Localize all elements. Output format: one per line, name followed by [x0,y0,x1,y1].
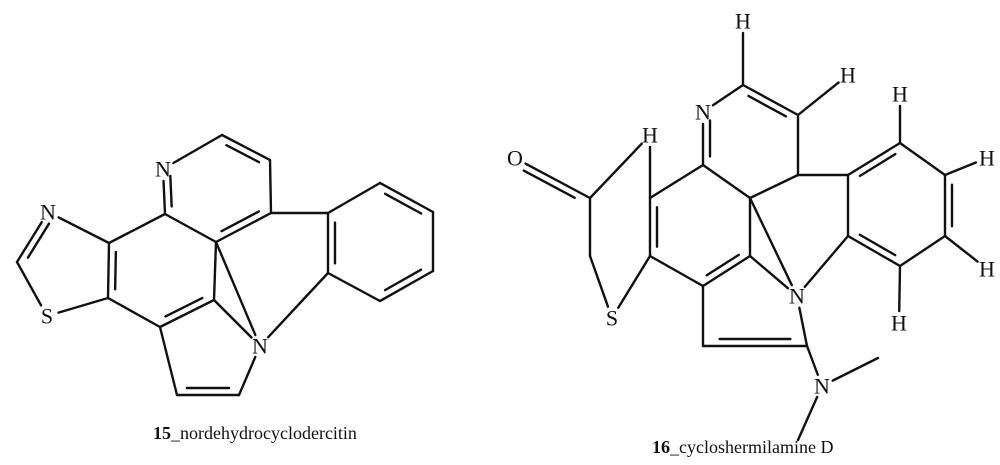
bond-line [326,181,382,215]
bond-line [748,173,800,200]
atom-label-n: N [789,284,805,309]
bond-line [701,254,752,288]
bond-line [107,212,167,245]
double-bond-line [858,152,897,178]
bond-line [378,269,435,303]
bond-line [796,81,840,117]
bond-line [214,240,257,337]
bond-line [172,133,224,165]
compound-name: _nordehydrocyclodercitin [171,423,357,443]
bond-line [748,196,794,287]
bond-line [711,83,745,107]
bond-line [741,83,800,117]
compound-number: 15 [153,423,171,443]
compound-number: 16 [652,437,670,457]
bond-line [805,344,819,376]
bond-line [212,298,253,339]
bond-line [220,133,272,162]
caption-molecule-15: 15_nordehydrocyclodercitin [153,423,357,444]
double-bond-line [113,250,118,291]
bond-line [266,271,330,339]
atom-label-h: H [840,63,856,88]
double-bond-line [169,174,173,208]
atom-label-n: N [252,334,268,359]
atom-label-s: S [41,304,53,329]
double-bond-line [383,192,423,215]
caption-molecule-16: 16_cycloshermilamine D [652,437,833,458]
bond-line [798,306,809,348]
bond-line [943,234,979,263]
bond-line [898,234,947,268]
atom-label-h: H [735,9,751,34]
bond-line [163,212,218,244]
bond-line [57,296,110,314]
bond-line [831,356,880,382]
bond-line [237,355,257,397]
bond-line [701,163,752,200]
double-bond-line [164,296,204,318]
atom-label-o: O [507,146,523,171]
bond-line [898,264,902,313]
bond-line [846,234,902,268]
atom-label-h: H [979,257,995,282]
bond-line [57,216,111,245]
bond-line [378,181,435,214]
double-bond-line [705,253,740,277]
atom-label-s: S [606,306,618,331]
bond-line [106,296,162,329]
bond-line [212,240,218,302]
bond-line [268,158,273,215]
bond-line [588,254,610,308]
atom-label-n: N [814,374,830,399]
bond-line [846,141,902,177]
atom-label-n: N [695,100,711,125]
double-bond-line [225,144,261,164]
bond-line [106,241,111,300]
double-bond-line [26,222,51,259]
atom-label-n: N [40,200,56,225]
bond-line [748,254,790,290]
bond-line [803,234,850,289]
bond-line [588,142,643,200]
double-bond-line [383,268,423,292]
bond-line [943,161,978,177]
bond-line [326,271,382,303]
bond-line [158,298,216,329]
double-bond-line [220,210,261,233]
atom-label-h: H [891,311,907,336]
atom-label-n: N [155,157,171,182]
bond-line [524,162,592,200]
bond-line [648,163,705,200]
molecule-15-structure: N N N S [15,133,435,397]
molecule-16-structure: H H N H O S N N H H H H [507,9,995,442]
double-bond-line [522,169,576,199]
bond-line [898,141,947,177]
double-bond-line [747,94,788,118]
bond-line [158,325,179,397]
bond-line [162,179,167,216]
bond-line [214,211,273,244]
bond-line [648,254,705,288]
bond-line [15,260,43,307]
double-bond-line [858,233,897,257]
bond-line [15,220,43,264]
atom-label-h: H [979,146,995,171]
atom-label-h: H [892,82,908,107]
atom-label-h: H [642,123,658,148]
compound-name: _cycloshermilamine D [670,437,834,457]
bond-line [617,254,652,309]
bond-line [796,395,819,442]
